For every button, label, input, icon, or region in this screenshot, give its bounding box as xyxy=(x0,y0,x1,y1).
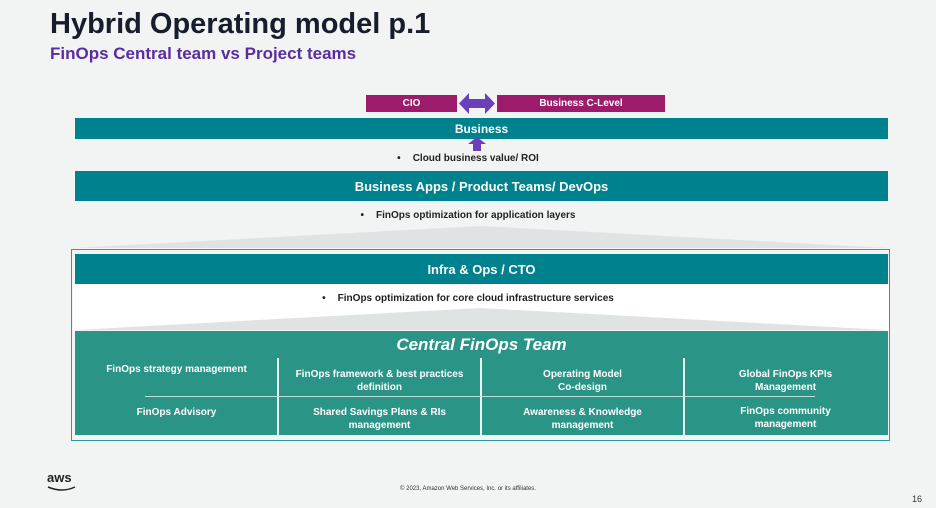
slide-subtitle: FinOps Central team vs Project teams xyxy=(50,44,357,63)
cell-savings-plans: Shared Savings Plans & RIs management xyxy=(313,407,446,431)
infra-ops-bar: Infra & Ops / CTO xyxy=(75,254,888,284)
business-bullet: Cloud business value/ ROI xyxy=(0,153,936,164)
business-bar: Business xyxy=(75,118,888,139)
cell-strategy: FinOps strategy management xyxy=(106,364,247,375)
infra-taper xyxy=(75,308,888,330)
business-c-level-box: Business C-Level xyxy=(497,95,665,112)
central-title: Central FinOps Team xyxy=(396,335,567,354)
cell-operating-model: Operating Model Co-design xyxy=(543,369,622,393)
apps-bullet: FinOps optimization for application laye… xyxy=(0,210,936,221)
copyright: © 2023, Amazon Web Services, Inc. or its… xyxy=(400,486,536,492)
infra-bullet: FinOps optimization for core cloud infra… xyxy=(0,293,936,304)
cell-framework: FinOps framework & best practices defini… xyxy=(295,369,464,393)
up-arrow-icon xyxy=(468,137,486,151)
aws-logo: aws xyxy=(47,470,72,485)
apps-taper xyxy=(75,226,888,248)
cell-community: FinOps community management xyxy=(740,406,831,430)
cell-awareness: Awareness & Knowledge management xyxy=(523,407,642,431)
double-arrow-icon xyxy=(459,93,495,114)
aws-smile-icon xyxy=(47,486,76,491)
divider xyxy=(145,396,815,397)
project-frame xyxy=(71,249,890,441)
central-finops-team: Central FinOps Team FinOps strategy mana… xyxy=(75,331,888,435)
business-apps-bar: Business Apps / Product Teams/ DevOps xyxy=(75,171,888,201)
cell-advisory: FinOps Advisory xyxy=(136,407,217,418)
slide-title: Hybrid Operating model p.1 xyxy=(50,8,431,40)
cell-kpis: Global FinOps KPIs Management xyxy=(738,369,833,393)
page-number: 16 xyxy=(911,494,922,504)
cio-box: CIO xyxy=(366,95,457,112)
